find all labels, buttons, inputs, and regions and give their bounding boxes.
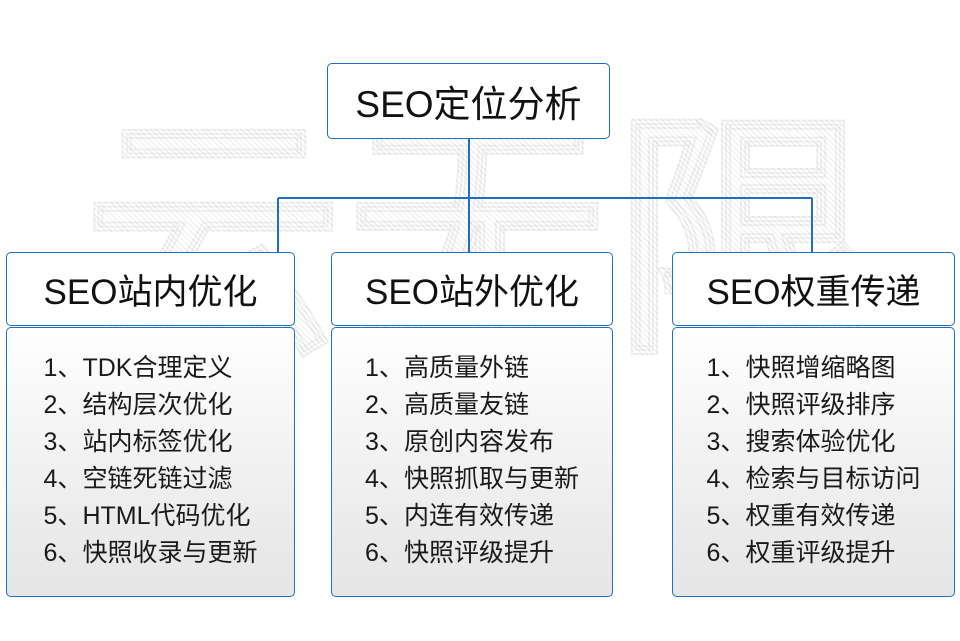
column-seo-onsite: SEO站内优化 1、TDK合理定义 2、结构层次优化 3、站内标签优化 4、空链…	[6, 252, 295, 597]
list-item-label: 空链死链过滤	[82, 465, 233, 493]
column-list-2: 1、快照增缩略图 2、快照评级排序 3、搜索体验优化 4、检索与目标访问 5、权…	[707, 350, 921, 572]
list-item-label: 站内标签优化	[82, 428, 233, 456]
list-item-index: 3、	[43, 428, 83, 456]
list-item[interactable]: 2、快照评级排序	[707, 387, 921, 424]
column-body-1: 1、高质量外链 2、高质量友链 3、原创内容发布 4、快照抓取与更新 5、内连有…	[331, 327, 613, 597]
list-item-label: HTML代码优化	[82, 502, 251, 530]
list-item[interactable]: 2、高质量友链	[365, 387, 579, 424]
list-item-index: 6、	[365, 539, 404, 567]
list-item-index: 6、	[706, 539, 746, 567]
column-header-title-0: SEO站内优化	[43, 272, 258, 312]
list-item[interactable]: 1、TDK合理定义	[44, 350, 258, 387]
list-item-label: 权重有效传递	[745, 502, 896, 530]
column-list-1: 1、高质量外链 2、高质量友链 3、原创内容发布 4、快照抓取与更新 5、内连有…	[365, 350, 579, 572]
list-item-label: 快照评级提升	[403, 539, 554, 567]
list-item[interactable]: 6、权重评级提升	[707, 535, 921, 572]
root-node[interactable]: SEO定位分析	[327, 63, 610, 139]
list-item-index: 6、	[43, 539, 83, 567]
list-item-index: 1、	[43, 354, 83, 382]
column-list-0: 1、TDK合理定义 2、结构层次优化 3、站内标签优化 4、空链死链过滤 5、H…	[44, 350, 258, 572]
column-body-0: 1、TDK合理定义 2、结构层次优化 3、站内标签优化 4、空链死链过滤 5、H…	[6, 327, 295, 597]
list-item[interactable]: 4、快照抓取与更新	[365, 461, 579, 498]
list-item-index: 4、	[706, 465, 746, 493]
list-item-index: 1、	[706, 354, 746, 382]
list-item-label: 快照增缩略图	[745, 354, 896, 382]
list-item-index: 4、	[43, 465, 83, 493]
list-item-index: 5、	[43, 502, 83, 530]
list-item-label: 原创内容发布	[403, 428, 554, 456]
list-item-index: 2、	[365, 391, 404, 419]
column-header-title-1: SEO站外优化	[365, 272, 579, 312]
column-header-2[interactable]: SEO权重传递	[672, 252, 955, 326]
list-item[interactable]: 5、权重有效传递	[707, 498, 921, 535]
list-item-index: 4、	[365, 465, 404, 493]
list-item[interactable]: 2、结构层次优化	[44, 387, 258, 424]
list-item[interactable]: 6、快照收录与更新	[44, 535, 258, 572]
list-item-index: 2、	[706, 391, 746, 419]
list-item[interactable]: 3、站内标签优化	[44, 424, 258, 461]
list-item-index: 3、	[365, 428, 404, 456]
list-item[interactable]: 4、空链死链过滤	[44, 461, 258, 498]
list-item[interactable]: 3、搜索体验优化	[707, 424, 921, 461]
list-item-label: 结构层次优化	[82, 391, 233, 419]
list-item-index: 3、	[706, 428, 746, 456]
column-header-1[interactable]: SEO站外优化	[331, 252, 613, 326]
column-header-0[interactable]: SEO站内优化	[6, 252, 295, 326]
list-item[interactable]: 5、HTML代码优化	[44, 498, 258, 535]
column-header-title-2: SEO权重传递	[706, 272, 921, 312]
list-item-index: 2、	[43, 391, 83, 419]
list-item-label: 检索与目标访问	[745, 465, 921, 493]
list-item-label: TDK合理定义	[82, 354, 233, 382]
list-item[interactable]: 3、原创内容发布	[365, 424, 579, 461]
list-item-label: 内连有效传递	[403, 502, 554, 530]
list-item-label: 高质量友链	[403, 391, 529, 419]
list-item-label: 高质量外链	[403, 354, 529, 382]
list-item-index: 1、	[365, 354, 404, 382]
list-item-label: 快照评级排序	[745, 391, 896, 419]
list-item-label: 快照抓取与更新	[403, 465, 579, 493]
list-item-index: 5、	[365, 502, 404, 530]
list-item[interactable]: 6、快照评级提升	[365, 535, 579, 572]
column-seo-weight-transfer: SEO权重传递 1、快照增缩略图 2、快照评级排序 3、搜索体验优化 4、检索与…	[672, 252, 955, 597]
list-item[interactable]: 1、高质量外链	[365, 350, 579, 387]
list-item-index: 5、	[706, 502, 746, 530]
column-body-2: 1、快照增缩略图 2、快照评级排序 3、搜索体验优化 4、检索与目标访问 5、权…	[672, 327, 955, 597]
root-node-title: SEO定位分析	[355, 84, 582, 125]
list-item-label: 权重评级提升	[745, 539, 896, 567]
column-seo-offsite: SEO站外优化 1、高质量外链 2、高质量友链 3、原创内容发布 4、快照抓取与…	[331, 252, 613, 597]
list-item-label: 搜索体验优化	[745, 428, 896, 456]
list-item-label: 快照收录与更新	[82, 539, 258, 567]
list-item[interactable]: 1、快照增缩略图	[707, 350, 921, 387]
list-item[interactable]: 5、内连有效传递	[365, 498, 579, 535]
list-item[interactable]: 4、检索与目标访问	[707, 461, 921, 498]
